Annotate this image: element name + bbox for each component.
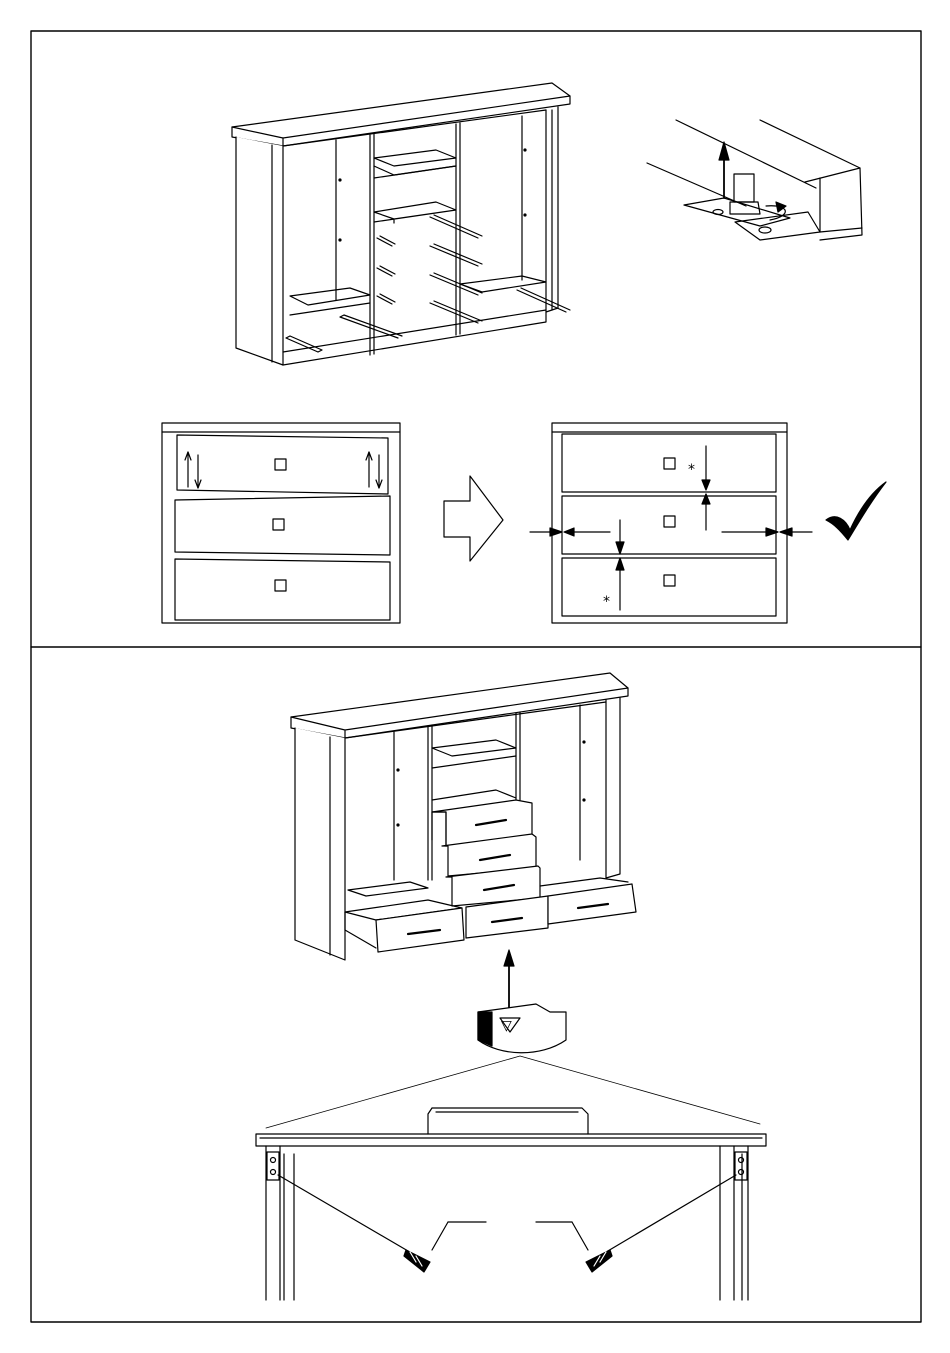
adjustment-screw-icon	[647, 120, 862, 240]
drawer-closeup	[256, 1108, 766, 1300]
sheet-border	[31, 31, 921, 1322]
lift-arrow-icon	[504, 950, 514, 1008]
misaligned-fronts	[162, 423, 400, 623]
gap-mark-top: *	[688, 462, 695, 478]
screw-left-icon	[404, 1250, 430, 1272]
cabinet-with-runners	[232, 83, 570, 365]
gap-mark-bottom: *	[603, 594, 610, 610]
screw-right-icon	[586, 1250, 612, 1272]
checkmark-icon	[826, 482, 886, 540]
right-arrow-icon	[444, 476, 503, 561]
cabinet-with-drawers	[291, 673, 636, 960]
detail-marker: ▽	[266, 1004, 760, 1128]
marker-symbol: ▽	[501, 1018, 512, 1034]
aligned-fronts: * *	[530, 423, 812, 623]
